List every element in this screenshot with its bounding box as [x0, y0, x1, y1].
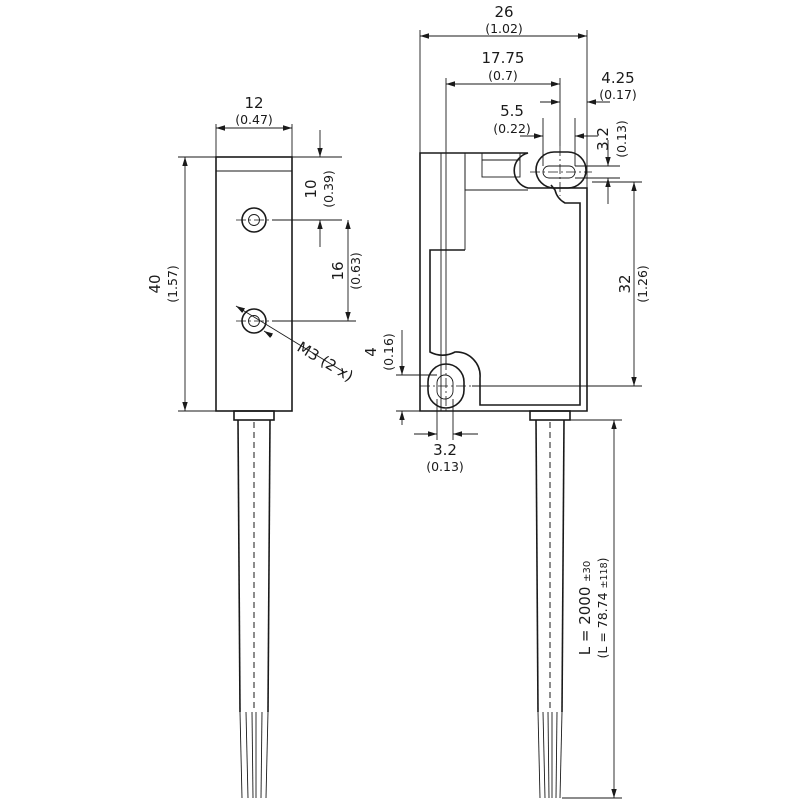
front-width-label: 12	[244, 94, 263, 112]
svg-text:(L = 78.74 ±118): (L = 78.74 ±118)	[595, 557, 610, 658]
side-width-sublabel: (1.02)	[485, 21, 523, 36]
front-body	[215, 156, 293, 412]
front-hole-top	[236, 207, 272, 233]
hole-vertical-label: 32	[616, 274, 634, 293]
slot-width-top-label: 3.2	[594, 127, 612, 151]
side-view: 26 (1.02) 17.75 (0.7) 4.25 (0.17) 5.5 (0…	[362, 3, 650, 799]
front-offset-sublabel: (0.39)	[321, 170, 336, 208]
top-notch	[481, 152, 521, 178]
slot-length-label: 5.5	[500, 102, 524, 120]
front-hole-bottom	[236, 308, 272, 334]
inner-panel	[429, 184, 581, 406]
hole-distance-sublabel: (0.7)	[488, 68, 518, 83]
slot-width-bottom-sublabel: (0.13)	[426, 459, 464, 474]
front-height-sublabel: (1.57)	[165, 265, 180, 303]
front-cable	[237, 419, 271, 799]
side-slot-bottom	[420, 360, 472, 412]
lower-offset-sublabel: (0.16)	[381, 333, 396, 371]
slot-width-top-sublabel: (0.13)	[614, 120, 629, 158]
side-width-label: 26	[494, 3, 513, 21]
hole-distance-label: 17.75	[482, 49, 525, 67]
front-cable-gland	[233, 410, 275, 421]
front-height-label: 40	[146, 274, 164, 293]
front-offset-label: 10	[302, 179, 320, 198]
slot-length-sublabel: (0.22)	[493, 121, 531, 136]
edge-offset-sublabel: (0.17)	[599, 87, 637, 102]
side-body	[419, 152, 588, 412]
hole-vertical-sublabel: (1.26)	[635, 265, 650, 303]
side-cable-gland	[529, 410, 571, 421]
front-width-sublabel: (0.47)	[235, 112, 273, 127]
svg-text:L = 2000 ±30: L = 2000 ±30	[576, 561, 594, 656]
side-cable	[535, 419, 565, 799]
thread-note: M3 (2 x)	[294, 338, 357, 385]
front-spacing-sublabel: (0.63)	[348, 252, 363, 290]
cable-length-label: L = 2000 ±30	[576, 561, 594, 656]
slot-width-bottom-label: 3.2	[433, 441, 457, 459]
front-spacing-label: 16	[329, 261, 347, 280]
cable-length-sublabel: (L = 78.74 ±118)	[595, 557, 610, 658]
front-view: 12 (0.47) 40 (1.57) 10 (0.39) 16 (0.63) …	[146, 94, 363, 799]
edge-offset-label: 4.25	[601, 69, 634, 87]
lower-offset-label: 4	[362, 347, 380, 357]
side-slot-top	[530, 146, 592, 196]
